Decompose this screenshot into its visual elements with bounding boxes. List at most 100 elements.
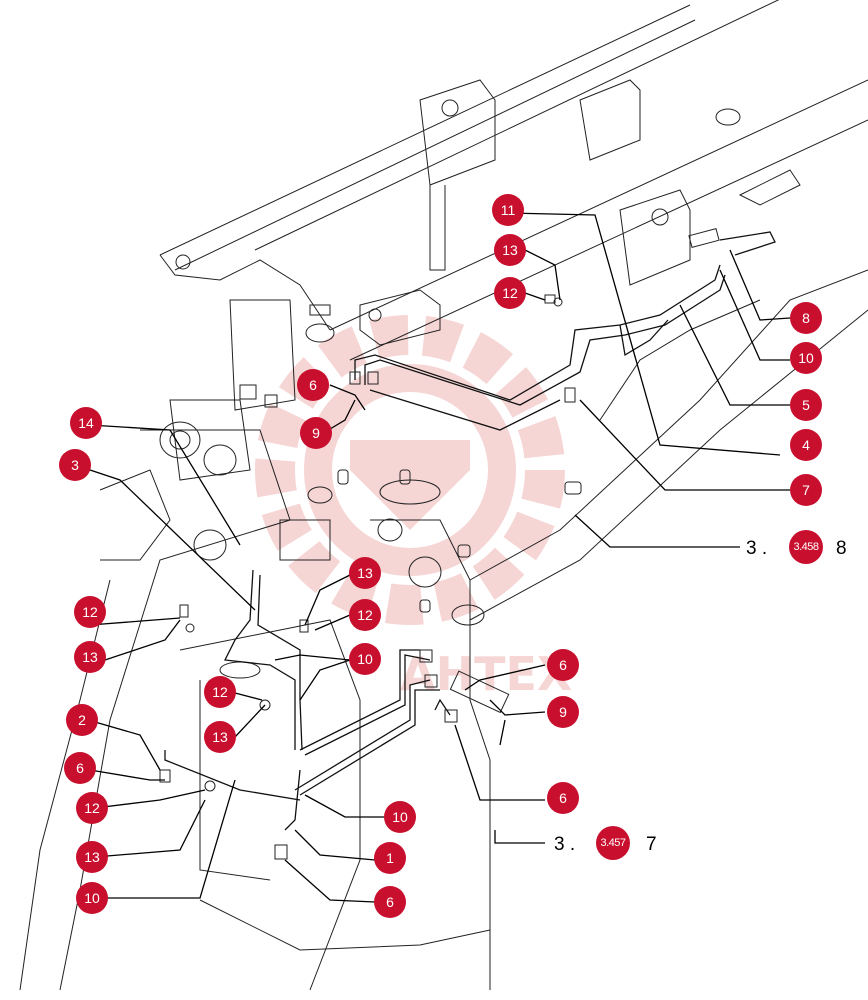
callout-2: 2 (66, 704, 98, 736)
hydraulic-pipes (159, 227, 776, 860)
ref-suffix: 7 (646, 834, 657, 855)
callout-10: 10 (790, 342, 822, 374)
callout-label: 5 (802, 397, 810, 413)
callout-badge (70, 407, 102, 439)
callout-label: 7 (802, 482, 810, 498)
callout-badge (204, 676, 236, 708)
callout-badge (349, 599, 381, 631)
ref-prefix: 3 . (554, 834, 575, 855)
callout-badge (547, 696, 579, 728)
callout-label: 6 (309, 377, 317, 393)
callout-badge (59, 449, 91, 481)
ref-badge (789, 530, 823, 564)
callout-label: 13 (82, 649, 98, 665)
callout-1: 1 (374, 842, 406, 874)
callout-label: 14 (78, 415, 94, 431)
callout-9: 9 (300, 417, 332, 449)
callout-12: 12 (76, 792, 108, 824)
callout-label: 12 (82, 604, 98, 620)
callout-label: 6 (559, 790, 567, 806)
callout-3: 3 (59, 449, 91, 481)
callout-label: 6 (559, 657, 567, 673)
frame-outline (19, 0, 868, 991)
callout-6: 6 (547, 782, 579, 814)
callout-6: 6 (547, 649, 579, 681)
callout-9: 9 (547, 696, 579, 728)
callout-13: 13 (204, 721, 236, 753)
callout-12: 12 (494, 277, 526, 309)
callout-14: 14 (70, 407, 102, 439)
callout-12: 12 (349, 599, 381, 631)
callout-label: 11 (501, 202, 516, 218)
callout-label: 10 (798, 350, 814, 366)
ref-badge-label: 3.457 (600, 837, 625, 849)
callout-5: 5 (790, 389, 822, 421)
callout-badge (204, 721, 236, 753)
callout-label: 12 (84, 800, 100, 816)
ref-3-458-8: 3 . 3.458 8 (746, 530, 847, 564)
callout-10: 10 (384, 801, 416, 833)
callout-badge (74, 596, 106, 628)
callout-badge (76, 841, 108, 873)
watermark-text: AHTEX (400, 647, 572, 701)
callout-label: 13 (212, 729, 228, 745)
callout-badge (494, 277, 526, 309)
callout-label: 13 (84, 849, 100, 865)
callout-label: 3 (71, 457, 79, 473)
callout-badge (790, 474, 822, 506)
watermark-gear-logo: AHTEX (255, 315, 572, 701)
callout-badge (76, 792, 108, 824)
callout-label: 12 (212, 684, 228, 700)
callout-label: 6 (386, 894, 394, 910)
callout-badge (494, 234, 526, 266)
callout-badge (297, 369, 329, 401)
callout-label: 10 (392, 809, 408, 825)
callout-11: 11 (492, 194, 524, 226)
callout-badge (300, 417, 332, 449)
callout-badge (547, 782, 579, 814)
callout-label: 9 (312, 425, 320, 441)
callout-label: 13 (502, 242, 518, 258)
callout-label: 9 (559, 704, 567, 720)
callout-badge (349, 643, 381, 675)
callout-badge (790, 429, 822, 461)
callout-7: 7 (790, 474, 822, 506)
callout-6: 6 (374, 886, 406, 918)
callout-badge (66, 704, 98, 736)
callout-badge (349, 557, 381, 589)
callout-12: 12 (74, 596, 106, 628)
ref-3-457-7: 3 . 3.457 7 (554, 826, 657, 860)
callout-13: 13 (349, 557, 381, 589)
ref-prefix: 3 . (746, 538, 767, 559)
ref-suffix: 8 (836, 538, 847, 559)
reference-labels: 3 . 3.458 8 3 . 3.457 7 (554, 530, 847, 860)
callout-badge (64, 752, 96, 784)
callout-label: 10 (357, 651, 373, 667)
callout-6: 6 (297, 369, 329, 401)
callout-6: 6 (64, 752, 96, 784)
callout-badge (547, 649, 579, 681)
ref-badge-label: 3.458 (793, 541, 818, 553)
leader-lines (74, 212, 791, 903)
callout-badges: 11 13 12 6 9 14 3 13 12 12 13 10 12 13 2 6 12 13 10 6 9 6 10 1 6… (59, 194, 822, 918)
callout-label: 1 (386, 850, 394, 866)
callout-badge (790, 342, 822, 374)
callout-label: 4 (802, 437, 810, 453)
callout-badge (74, 641, 106, 673)
callout-label: 12 (502, 285, 518, 301)
callout-badge (76, 882, 108, 914)
callout-12: 12 (204, 676, 236, 708)
callout-label: 8 (802, 310, 810, 326)
callout-label: 12 (357, 607, 373, 623)
ref-badge (596, 826, 630, 860)
callout-8: 8 (790, 302, 822, 334)
callout-label: 10 (84, 890, 100, 906)
callout-13: 13 (76, 841, 108, 873)
callout-badge (384, 801, 416, 833)
callout-label: 6 (76, 760, 84, 776)
callout-badge (790, 302, 822, 334)
callout-badge (374, 842, 406, 874)
callout-13: 13 (74, 641, 106, 673)
